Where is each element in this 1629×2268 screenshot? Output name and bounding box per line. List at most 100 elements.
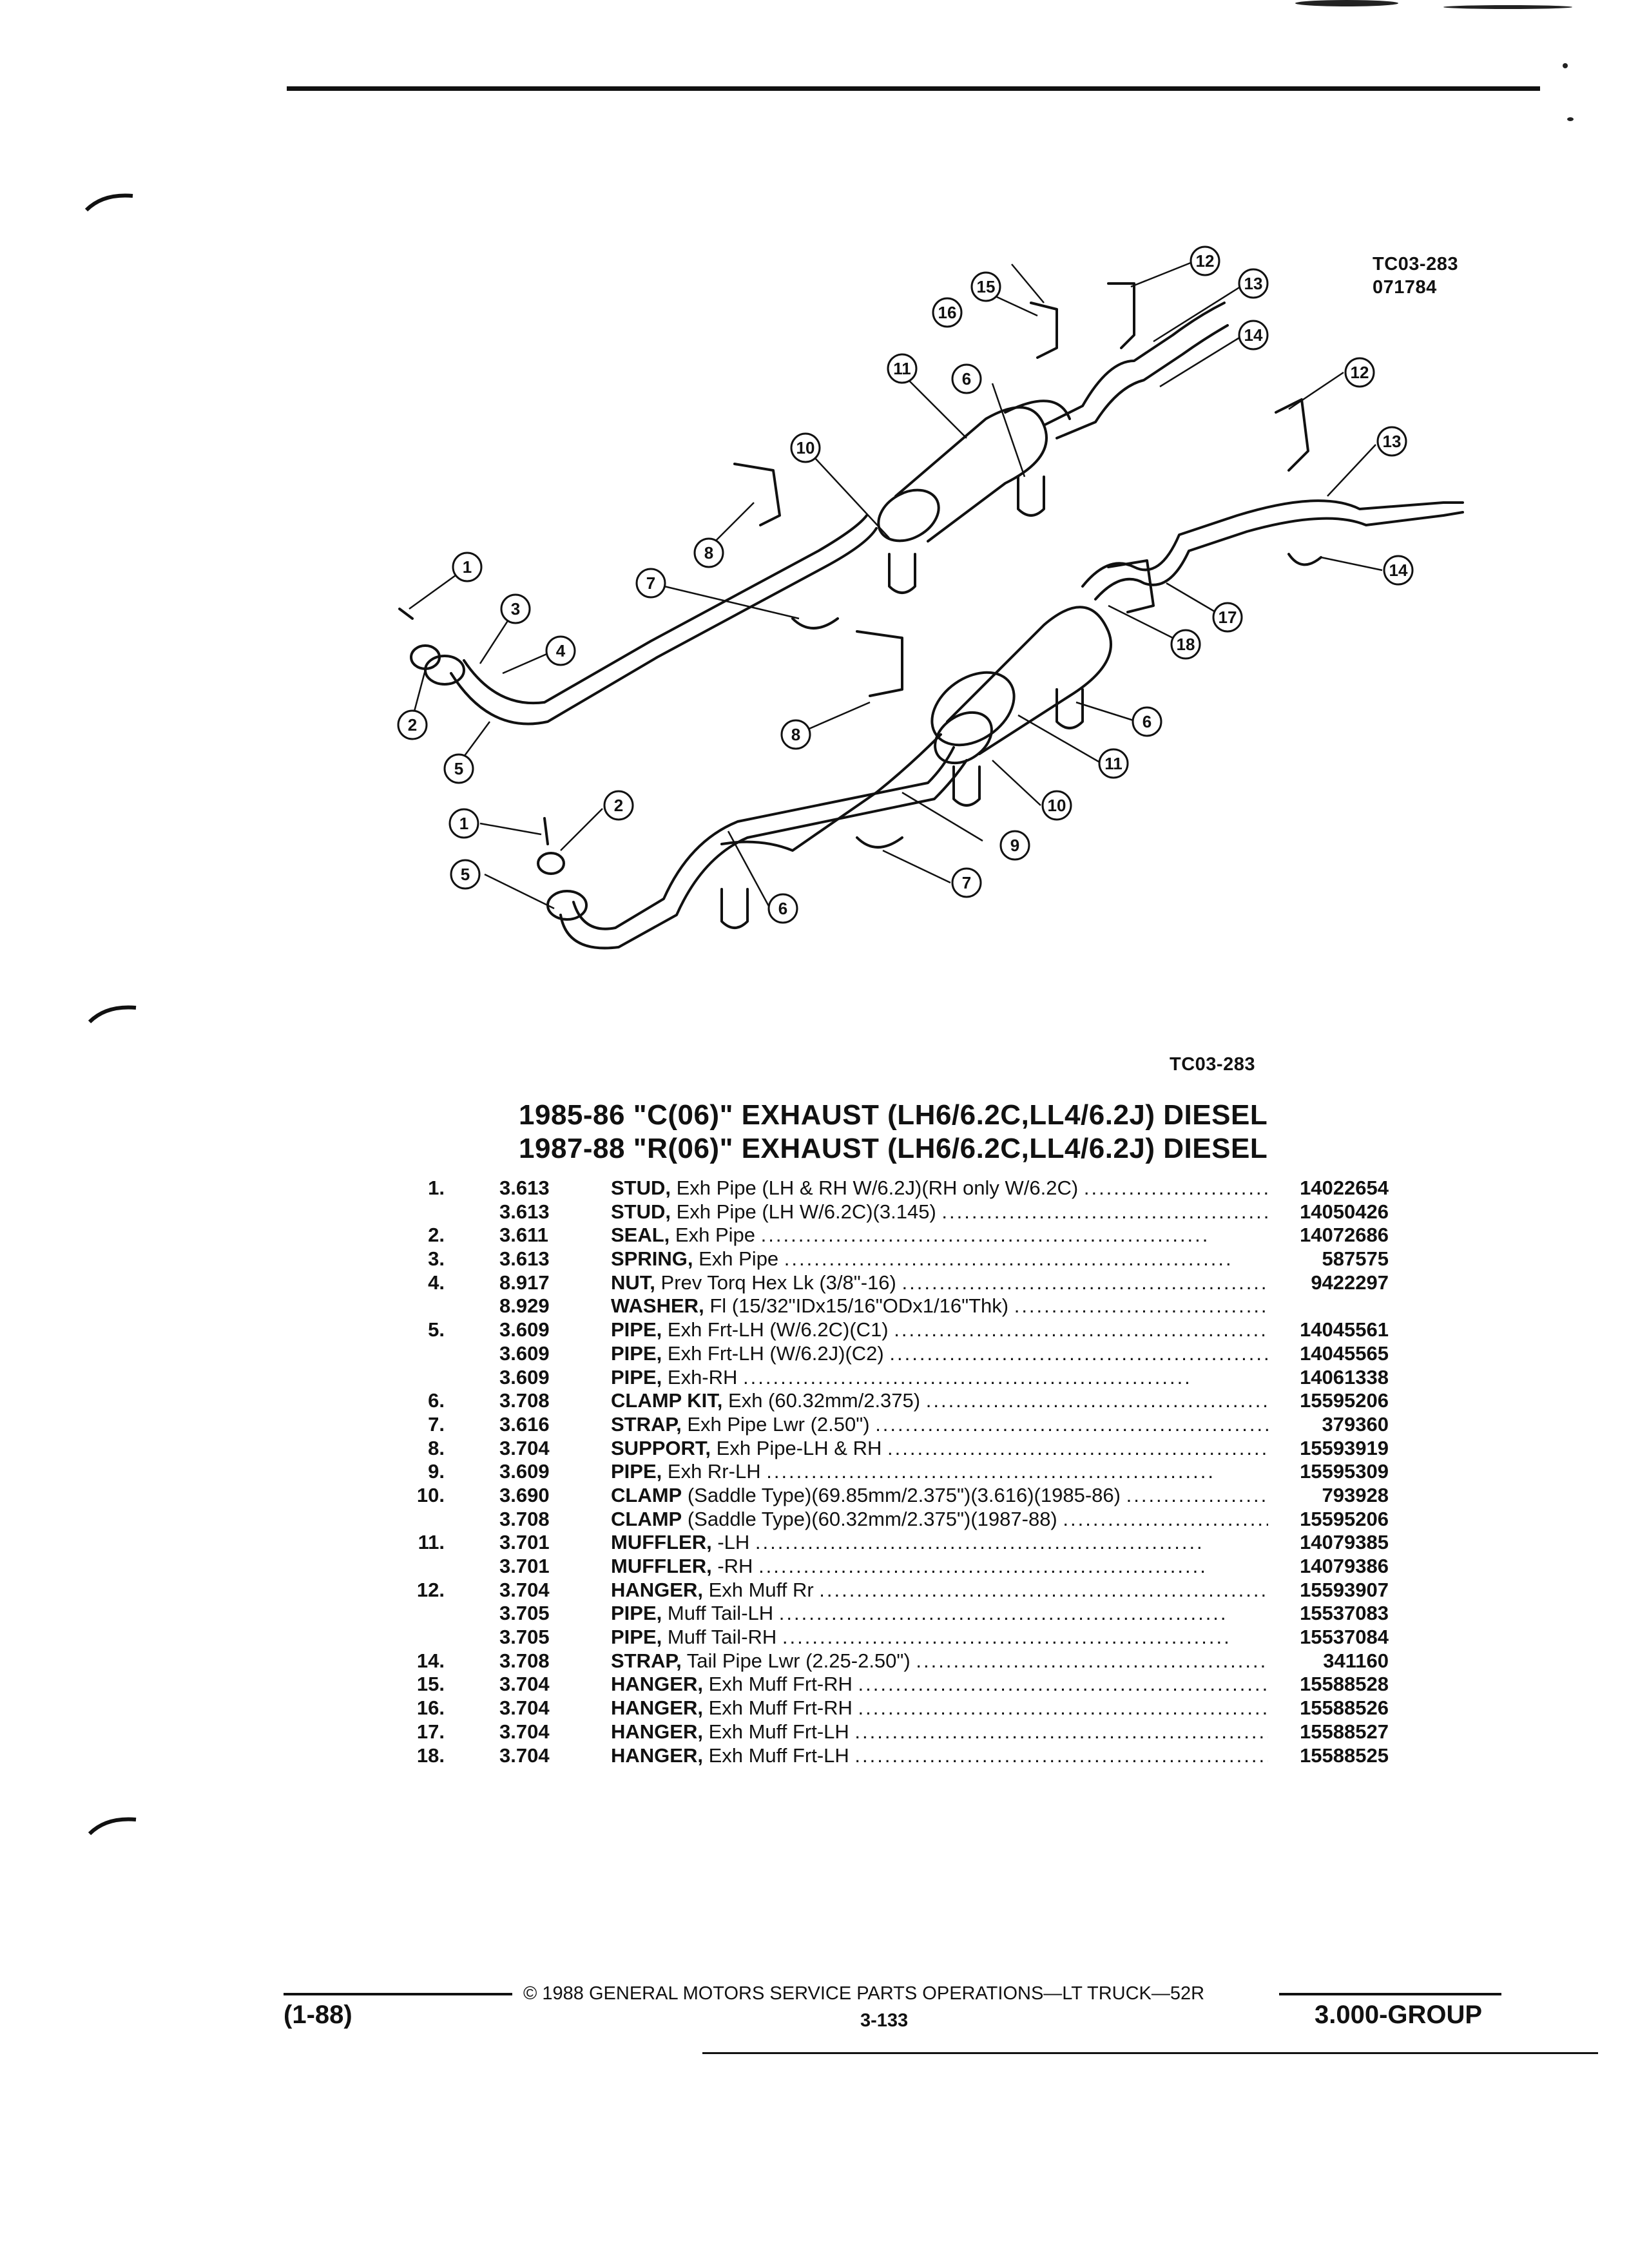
dot-leader: ........................................… <box>925 1389 1268 1412</box>
part-number: 15588526 <box>1300 1696 1389 1720</box>
scan-mark <box>1443 5 1572 9</box>
callout: 11 <box>1098 748 1129 779</box>
callout: 1 <box>448 808 479 839</box>
item-number: 9. <box>428 1460 445 1483</box>
callout: 8 <box>693 537 724 568</box>
group-number: 3.704 <box>499 1720 550 1743</box>
callout: 17 <box>1212 602 1243 633</box>
part-description: CLAMP KIT, Exh (60.32mm/2.375) .........… <box>611 1389 1268 1412</box>
svg-text:14: 14 <box>1244 325 1263 345</box>
callout: 1 <box>452 552 483 582</box>
part-number: 15588527 <box>1300 1720 1389 1743</box>
support-rh <box>733 463 781 526</box>
svg-text:15: 15 <box>977 277 996 296</box>
part-name: SEAL, <box>611 1224 670 1247</box>
part-description: STUD, Exh Pipe (LH & RH W/6.2J)(RH only … <box>611 1177 1268 1200</box>
group-number: 3.609 <box>499 1341 550 1365</box>
dot-leader: ........................................… <box>766 1460 1215 1483</box>
svg-text:5: 5 <box>454 759 463 778</box>
item-number: 18. <box>416 1744 445 1767</box>
part-name: MUFFLER, <box>611 1555 712 1577</box>
tail-pipe-rh <box>1043 302 1226 427</box>
dot-leader: ........................................… <box>758 1555 1208 1577</box>
dot-leader: ........................................… <box>782 1626 1231 1649</box>
hanger-rear-rh <box>1107 282 1135 349</box>
scan-mark <box>1567 117 1574 121</box>
part-number: 15588525 <box>1300 1744 1389 1767</box>
dot-leader: ........................................… <box>901 1271 1269 1294</box>
part-description: CLAMP (Saddle Type)(60.32mm/2.375")(1987… <box>611 1508 1268 1531</box>
dot-leader: ........................................… <box>854 1720 1268 1743</box>
callout: 7 <box>635 568 666 599</box>
group-number: 3.704 <box>499 1578 550 1601</box>
part-detail: Exh Muff Rr <box>708 1578 814 1601</box>
dot-leader: ........................................… <box>743 1365 1192 1389</box>
part-detail: Muff Tail-RH <box>667 1626 777 1649</box>
part-description: MUFFLER, -LH ...........................… <box>611 1531 1268 1554</box>
part-detail: Muff Tail-LH <box>667 1602 774 1625</box>
part-row: 3.708 CLAMP (Saddle Type)(60.32mm/2.375")… <box>387 1508 1392 1532</box>
group-number: 8.929 <box>499 1294 550 1318</box>
dot-leader: ........................................… <box>858 1696 1268 1720</box>
part-description: STRAP, Tail Pipe Lwr (2.25-2.50") ......… <box>611 1649 1268 1673</box>
part-number: 14045561 <box>1300 1318 1389 1341</box>
part-detail: -LH <box>717 1531 750 1554</box>
item-number: 15. <box>416 1673 445 1696</box>
part-description: HANGER, Exh Muff Frt-LH ................… <box>611 1744 1268 1767</box>
svg-text:8: 8 <box>791 725 800 744</box>
callout: 6 <box>767 893 798 924</box>
part-detail: Exh Muff Frt-LH <box>708 1744 849 1767</box>
item-number: 1. <box>428 1177 445 1199</box>
group-number: 3.613 <box>499 1200 550 1223</box>
flange-lh <box>546 890 588 921</box>
hanger-front-lh <box>1107 559 1155 613</box>
footer-rule-left <box>284 1993 512 1995</box>
part-name: HANGER, <box>611 1744 703 1767</box>
dot-leader: ........................................… <box>784 1247 1233 1271</box>
callouts: 1 2 3 4 5 6 7 8 9 10 11 12 13 14 15 16 1… <box>397 245 1414 924</box>
part-detail: Exh Rr-LH <box>667 1460 761 1483</box>
part-number: 15593919 <box>1300 1436 1389 1459</box>
svg-text:11: 11 <box>1104 754 1123 773</box>
part-name: CLAMP <box>611 1507 682 1530</box>
svg-text:6: 6 <box>962 369 971 389</box>
callout: 2 <box>397 709 428 740</box>
group-number: 3.701 <box>499 1555 550 1577</box>
dot-leader: ........................................… <box>819 1578 1268 1601</box>
dot-leader: ........................................… <box>760 1224 1210 1247</box>
part-detail: (Saddle Type)(69.85mm/2.375")(3.616)(198… <box>687 1483 1121 1506</box>
item-number: 17. <box>416 1720 445 1743</box>
svg-text:6: 6 <box>1142 712 1152 731</box>
group-number: 3.708 <box>499 1507 550 1530</box>
callout: 18 <box>1170 629 1201 660</box>
part-name: HANGER, <box>611 1673 703 1696</box>
part-number: 14050426 <box>1300 1200 1389 1223</box>
flange-rh <box>424 655 465 686</box>
svg-text:10: 10 <box>1048 796 1066 815</box>
part-number: 587575 <box>1322 1247 1389 1271</box>
item-number: 4. <box>428 1271 445 1294</box>
part-detail: Exh Muff Frt-RH <box>708 1696 853 1720</box>
part-number: 341160 <box>1323 1649 1389 1672</box>
group-number: 3.609 <box>499 1318 550 1341</box>
part-description: PIPE, Exh Frt-LH (W/6.2C)(C1) ..........… <box>611 1318 1268 1341</box>
revision-code: (1-88) <box>284 2001 352 2029</box>
part-number: 14079385 <box>1300 1531 1389 1554</box>
callout: 5 <box>443 753 474 784</box>
group-number: 3.609 <box>499 1365 550 1389</box>
svg-text:12: 12 <box>1196 251 1215 271</box>
part-name: HANGER, <box>611 1720 703 1743</box>
exhaust-pipe-lh <box>559 759 968 950</box>
part-name: PIPE, <box>611 1460 662 1483</box>
